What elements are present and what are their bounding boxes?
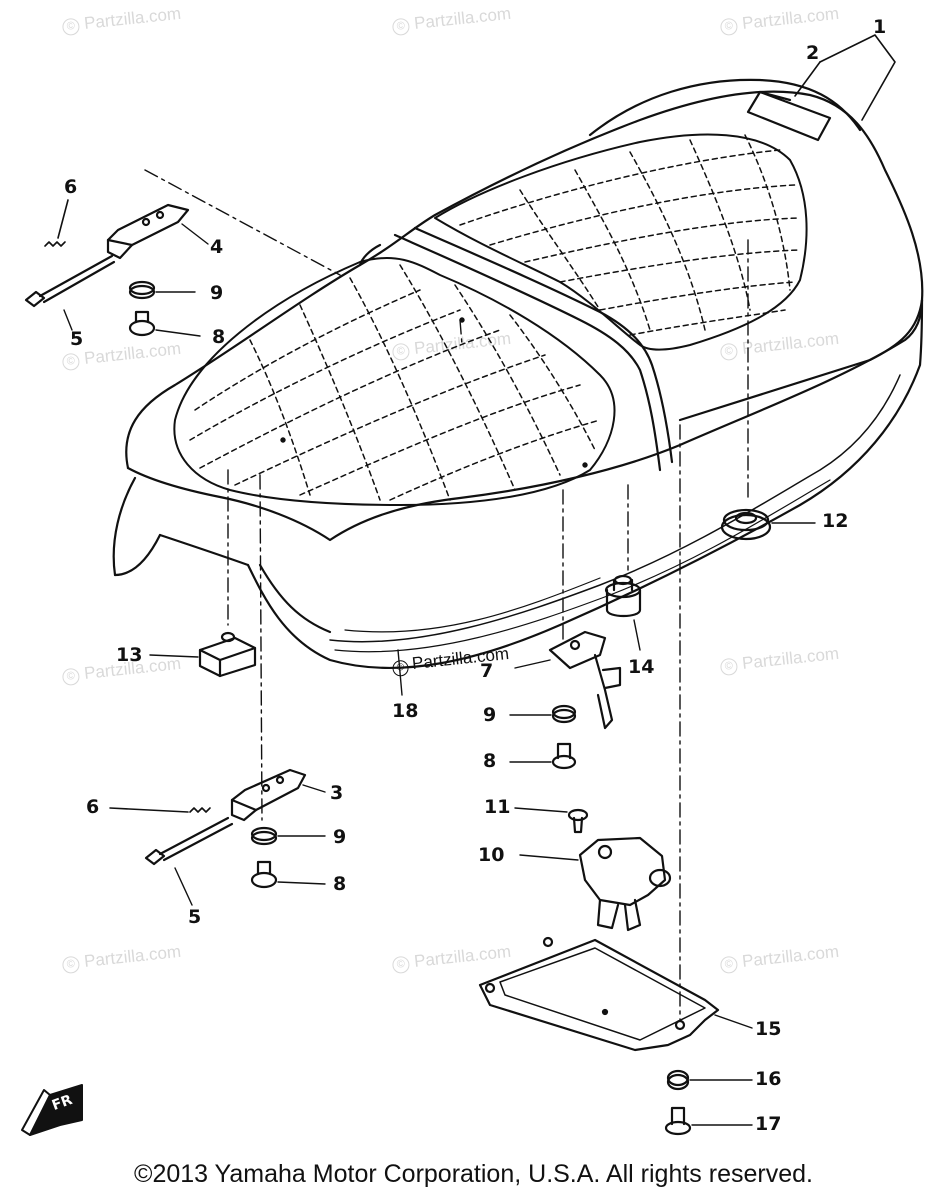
callout-9-top: 9 — [210, 282, 224, 304]
part-14-damper — [604, 574, 642, 651]
callout-9-mid: 9 — [483, 704, 497, 726]
callout-15: 15 — [755, 1018, 782, 1040]
rear-quilting — [459, 134, 801, 336]
part-5-bolt-bottom — [144, 816, 234, 906]
part-10-lock — [519, 836, 672, 932]
callout-2: 2 — [806, 42, 820, 64]
callout-6-bottom: 6 — [86, 796, 100, 818]
reference-lines — [144, 169, 749, 1021]
part-4-hinge — [106, 203, 209, 260]
callout-13: 13 — [116, 644, 143, 666]
callout-8-mid: 8 — [483, 750, 497, 772]
part-15-plate — [478, 936, 753, 1052]
callout-7: 7 — [480, 660, 494, 682]
callout-17: 17 — [755, 1113, 782, 1135]
part-6-spring — [44, 199, 69, 247]
callout-6-top: 6 — [64, 176, 78, 198]
part-18-leader — [397, 649, 403, 696]
part-3-hinge — [230, 768, 326, 822]
part-13-block — [149, 631, 257, 678]
part-9-nut-bottom — [250, 826, 326, 846]
part-12-grommet — [720, 508, 816, 541]
callout-5-top: 5 — [70, 328, 84, 350]
callout-1: 1 — [873, 16, 887, 38]
part-16-washer — [666, 1069, 753, 1091]
part-5-bolt — [24, 254, 116, 331]
callout-11: 11 — [484, 796, 511, 818]
part-8-bolt-mid — [509, 742, 577, 770]
part-2-strap — [746, 90, 832, 142]
callout-5-bottom: 5 — [188, 906, 202, 928]
callout-4: 4 — [210, 236, 224, 258]
part-11-screw — [514, 807, 589, 834]
part-8-bolt-top — [128, 310, 201, 337]
callout-10: 10 — [478, 844, 505, 866]
callout-12: 12 — [822, 510, 849, 532]
part-8-bolt-bottom — [250, 860, 326, 889]
front-quilting — [189, 264, 601, 501]
front-arrow-icon — [21, 1084, 83, 1136]
callout-9-bottom: 9 — [333, 826, 347, 848]
part-9-nut-mid — [509, 704, 577, 724]
part-17-bolt — [664, 1106, 753, 1136]
part-7-latch — [514, 630, 622, 730]
copyright-notice: ©2013 Yamaha Motor Corporation, U.S.A. A… — [134, 1160, 813, 1188]
callout-18: 18 — [392, 700, 419, 722]
callout-3: 3 — [330, 782, 344, 804]
part-1-leader — [794, 34, 896, 121]
part-6-spring-bottom — [109, 807, 211, 813]
callout-14: 14 — [628, 656, 655, 678]
callout-8-top: 8 — [212, 326, 226, 348]
seat — [112, 78, 924, 669]
callout-8-bottom: 8 — [333, 873, 347, 895]
part-9-nut-top — [128, 280, 196, 300]
callout-16: 16 — [755, 1068, 782, 1090]
